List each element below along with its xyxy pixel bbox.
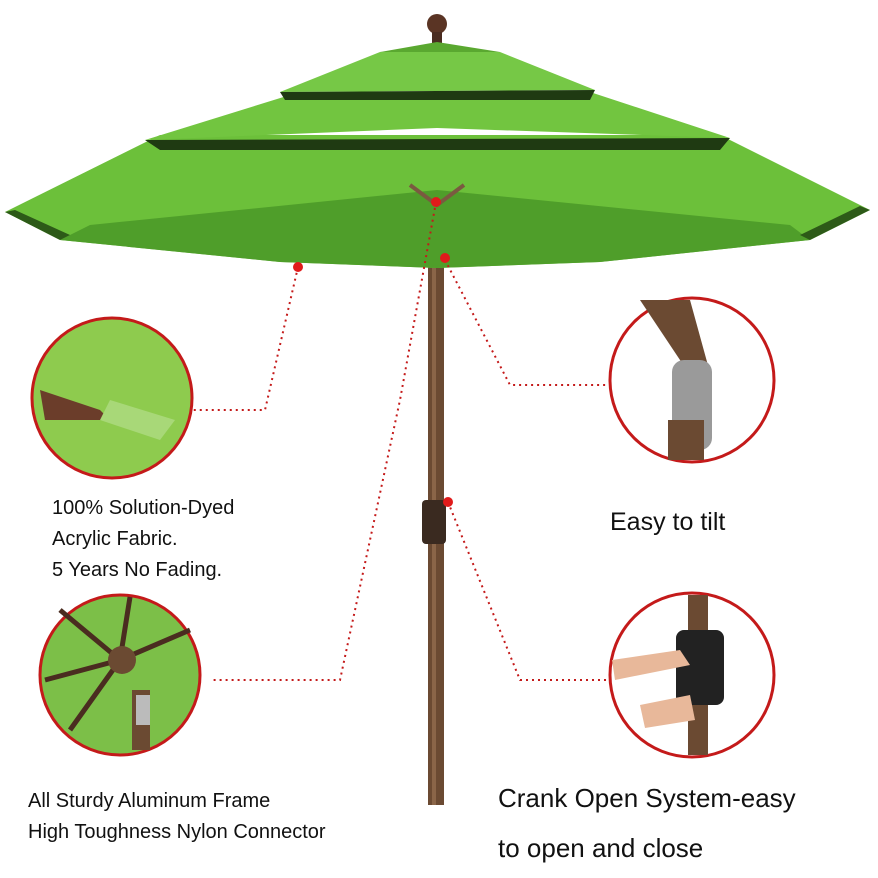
fabric-detail-circle (30, 316, 194, 480)
fabric-caption: 100% Solution-Dyed Acrylic Fabric. 5 Yea… (52, 493, 234, 586)
umbrella-canopy (5, 42, 870, 268)
crank-caption-line: Crank Open System-easy (498, 783, 796, 813)
crank-caption: Crank Open System-easy to open and close (498, 773, 796, 873)
leader-lines (190, 201, 610, 681)
frame-caption-line: All Sturdy Aluminum Frame (28, 790, 271, 812)
fabric-caption-line: Acrylic Fabric. (52, 528, 178, 550)
umbrella-finial (427, 14, 447, 34)
crank-detail-circle (608, 591, 776, 759)
tilt-caption: Easy to tilt (610, 508, 726, 536)
fabric-caption-line: 5 Years No Fading. (52, 559, 223, 581)
frame-detail-circle (38, 593, 202, 757)
callout-dots (293, 197, 453, 507)
crank-handle (422, 500, 446, 544)
crank-caption-line: to open and close (498, 833, 704, 863)
tilt-detail-circle (608, 296, 776, 464)
fabric-caption-line: 100% Solution-Dyed (52, 497, 235, 519)
frame-caption-line: High Toughness Nylon Connector (28, 821, 326, 843)
frame-caption: All Sturdy Aluminum Frame High Toughness… (28, 786, 326, 848)
